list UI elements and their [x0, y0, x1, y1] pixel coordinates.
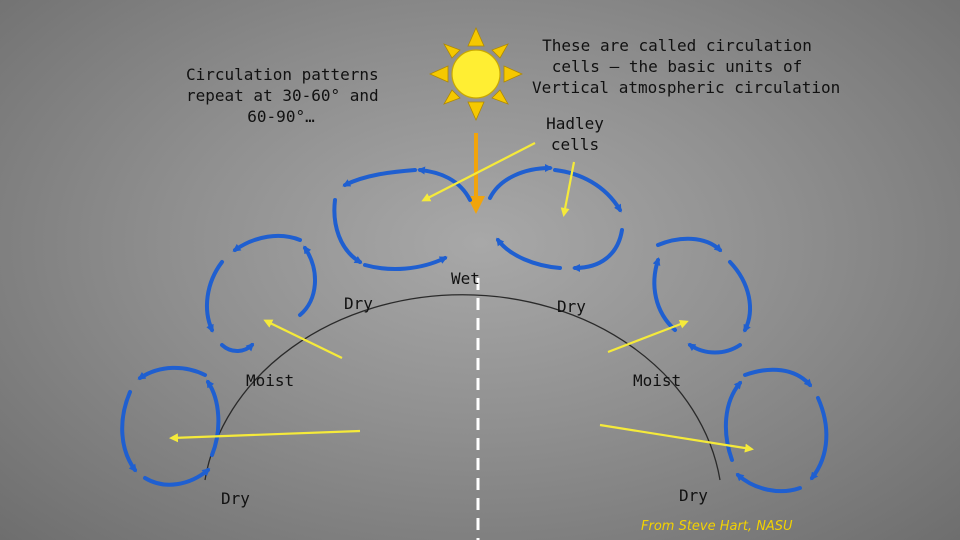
- cell-arrow: [363, 256, 448, 272]
- right-note-line: Vertical atmospheric circulation: [532, 78, 841, 97]
- cell-arrow: [735, 473, 802, 494]
- left-note-line: Circulation patterns: [186, 65, 379, 84]
- cell-arrow: [496, 237, 562, 270]
- cell-arrow: [137, 365, 207, 380]
- pointer-arrow-right-upper: [607, 319, 689, 354]
- dry-label-right-upper: Dry: [557, 297, 586, 316]
- cell-arrow: [206, 379, 221, 457]
- pointer-arrow-left-upper: [263, 319, 343, 359]
- cell-arrow: [652, 257, 677, 332]
- pointer-arrow-left-lower: [169, 429, 361, 443]
- earth-surface-arc: [204, 294, 721, 481]
- right-note-line: These are called circulation: [542, 36, 812, 55]
- moist-label-right: Moist: [633, 371, 682, 390]
- dry-label-right-lower: Dry: [679, 486, 708, 505]
- dry-label-left-lower: Dry: [221, 489, 250, 508]
- left-note: Circulation patterns repeat at 30-60° an…: [186, 64, 379, 127]
- wet-label: Wet: [451, 269, 480, 288]
- pointer-arrow-hadley-right: [560, 161, 576, 217]
- cell-arrow: [143, 468, 211, 487]
- cell-arrow: [743, 367, 812, 388]
- cell-arrow: [687, 343, 742, 355]
- cell-arrow: [488, 164, 553, 200]
- cell-arrow: [728, 260, 752, 333]
- moist-label-left: Moist: [246, 371, 295, 390]
- cell-arrow: [572, 228, 624, 272]
- right-note: These are called circulation cells – the…: [532, 35, 841, 98]
- cell-arrow: [553, 168, 622, 213]
- left-note-line: 60-90°…: [247, 107, 315, 126]
- hadley-cells-label: Hadley cells: [530, 113, 620, 155]
- cell-arrow: [723, 380, 742, 462]
- pointer-arrow-right-lower: [599, 423, 754, 453]
- cell-arrow: [810, 396, 829, 481]
- left-note-line: repeat at 30-60° and: [186, 86, 379, 105]
- hadley-label-line: cells: [550, 135, 600, 154]
- hadley-label-line: Hadley: [546, 114, 604, 133]
- credit-text: From Steve Hart, NASU: [641, 519, 793, 534]
- cell-arrow: [342, 168, 417, 187]
- right-note-line: cells – the basic units of: [551, 57, 803, 76]
- sun-icon: [429, 27, 523, 121]
- pointer-arrow-hadley-left: [421, 142, 536, 202]
- cell-arrow: [205, 260, 224, 333]
- cell-arrow: [417, 166, 472, 202]
- cell-arrow: [220, 342, 255, 353]
- cell-arrow: [298, 245, 318, 317]
- cell-arrow: [332, 198, 363, 264]
- cell-arrow: [120, 390, 137, 473]
- cell-arrow: [656, 236, 723, 253]
- dry-label-left-upper: Dry: [344, 294, 373, 313]
- cell-arrow: [232, 233, 302, 252]
